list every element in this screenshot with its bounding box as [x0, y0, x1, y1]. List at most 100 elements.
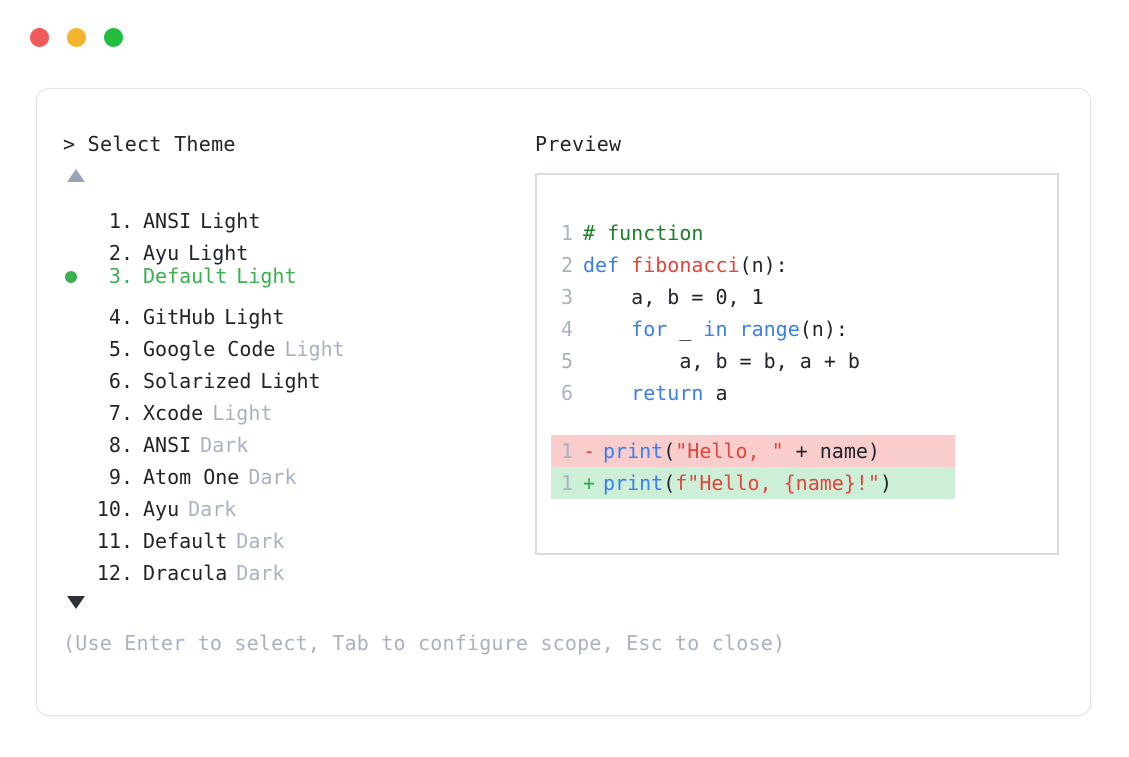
code-token	[583, 381, 631, 405]
code-token: f"Hello, {name}!"	[675, 471, 880, 495]
theme-item-index: 4.	[108, 305, 133, 329]
line-number: 3	[560, 285, 573, 309]
theme-item-variant: Dark	[236, 529, 285, 553]
theme-item-variant: Dark	[200, 433, 249, 457]
select-theme-prompt: > Select Theme	[63, 132, 236, 156]
diff-line-number: 1	[560, 471, 573, 495]
theme-list-item[interactable]: 9. Atom One Dark	[63, 452, 523, 489]
maximize-window-button[interactable]	[104, 28, 123, 47]
code-token: (	[663, 439, 676, 463]
selection-bullet-cell	[63, 452, 89, 484]
theme-item-name: Default	[143, 264, 228, 288]
theme-item-index: 5.	[108, 337, 133, 361]
line-number: 2	[560, 253, 573, 277]
code-token: def	[583, 253, 632, 277]
theme-item-variant: Dark	[248, 465, 297, 489]
code-token: in range	[703, 317, 800, 341]
theme-item-name: Ayu	[143, 497, 180, 521]
theme-list-item[interactable]: 12. Dracula Dark	[63, 548, 523, 585]
theme-item-variant: Light	[200, 209, 261, 233]
theme-item-variant: Dark	[188, 497, 237, 521]
code-token: _	[667, 317, 704, 341]
selection-bullet-cell	[63, 516, 89, 548]
window-traffic-lights	[30, 28, 123, 47]
code-spacer	[551, 409, 1057, 435]
theme-list-item[interactable]: 8. ANSI Dark	[63, 420, 523, 457]
line-number: 5	[560, 349, 573, 373]
theme-item-index: 12.	[96, 561, 133, 585]
theme-item-variant: Light	[224, 305, 285, 329]
code-line: 1# function	[551, 217, 1057, 249]
theme-item-index: 8.	[108, 433, 133, 457]
theme-list-item[interactable]: 4. GitHub Light	[63, 292, 523, 329]
code-token: "Hello, "	[675, 439, 784, 463]
theme-item-index: 9.	[108, 465, 133, 489]
code-text: def fibonacci(n):	[583, 249, 788, 281]
diff-marker: -	[583, 439, 596, 463]
theme-item-index: 1.	[108, 209, 133, 233]
code-token	[583, 317, 631, 341]
selection-bullet-cell	[63, 292, 89, 324]
code-token: print	[603, 471, 664, 495]
theme-list-item[interactable]: 1. ANSI Light	[63, 196, 523, 233]
scroll-down-icon[interactable]	[67, 596, 85, 609]
theme-item-variant: Dark	[236, 561, 285, 585]
code-token: a	[703, 381, 728, 405]
minimize-window-button[interactable]	[67, 28, 86, 47]
diff-marker: +	[583, 471, 596, 495]
code-token: # function	[583, 221, 704, 245]
theme-item-name: GitHub	[143, 305, 216, 329]
code-line: 4 for _ in range(n):	[551, 313, 1057, 345]
code-token: (n):	[739, 253, 788, 277]
theme-item-name: Google Code	[143, 337, 276, 361]
selection-bullet-cell	[63, 228, 89, 260]
theme-item-name: ANSI	[143, 209, 192, 233]
diff-code-text: print(f"Hello, {name}!")	[603, 467, 892, 499]
theme-item-name: ANSI	[143, 433, 192, 457]
selected-bullet-icon	[65, 271, 77, 283]
code-text: return a	[583, 377, 728, 409]
theme-item-name: Atom One	[143, 465, 240, 489]
close-window-button[interactable]	[30, 28, 49, 47]
theme-item-index: 10.	[96, 497, 133, 521]
code-token: )	[879, 471, 893, 495]
code-token: (	[663, 471, 676, 495]
theme-item-index: 2.	[108, 241, 133, 265]
code-line: 6 return a	[551, 377, 1057, 409]
code-line: 2 def fibonacci(n):	[551, 249, 1057, 281]
diff-code-text: print("Hello, " + name)	[603, 435, 880, 467]
scroll-up-icon[interactable]	[67, 169, 85, 182]
line-number: 6	[560, 381, 573, 405]
code-token: fibonacci	[631, 253, 740, 277]
line-number: 4	[560, 317, 573, 341]
theme-list-item[interactable]: 10. Ayu Dark	[63, 484, 523, 521]
selection-bullet-cell	[63, 484, 89, 516]
selection-bullet-cell	[63, 324, 89, 356]
code-token: (n):	[799, 317, 848, 341]
theme-item-index: 6.	[108, 369, 133, 393]
code-token: a, b = b, a + b	[583, 349, 860, 373]
theme-item-name: Solarized	[143, 369, 252, 393]
selection-bullet-cell	[63, 356, 89, 388]
diff-added-line: 1 + print(f"Hello, {name}!")	[551, 467, 955, 499]
theme-item-name: Default	[143, 529, 228, 553]
selection-bullet-cell	[63, 196, 89, 228]
theme-item-variant: Light	[212, 401, 273, 425]
preview-title: Preview	[535, 132, 622, 156]
code-line: 5 a, b = b, a + b	[551, 345, 1057, 377]
theme-item-name: Ayu	[143, 241, 180, 265]
theme-item-name: Dracula	[143, 561, 228, 585]
selection-bullet-cell	[63, 420, 89, 452]
code-token: a, b = 0, 1	[583, 285, 764, 309]
